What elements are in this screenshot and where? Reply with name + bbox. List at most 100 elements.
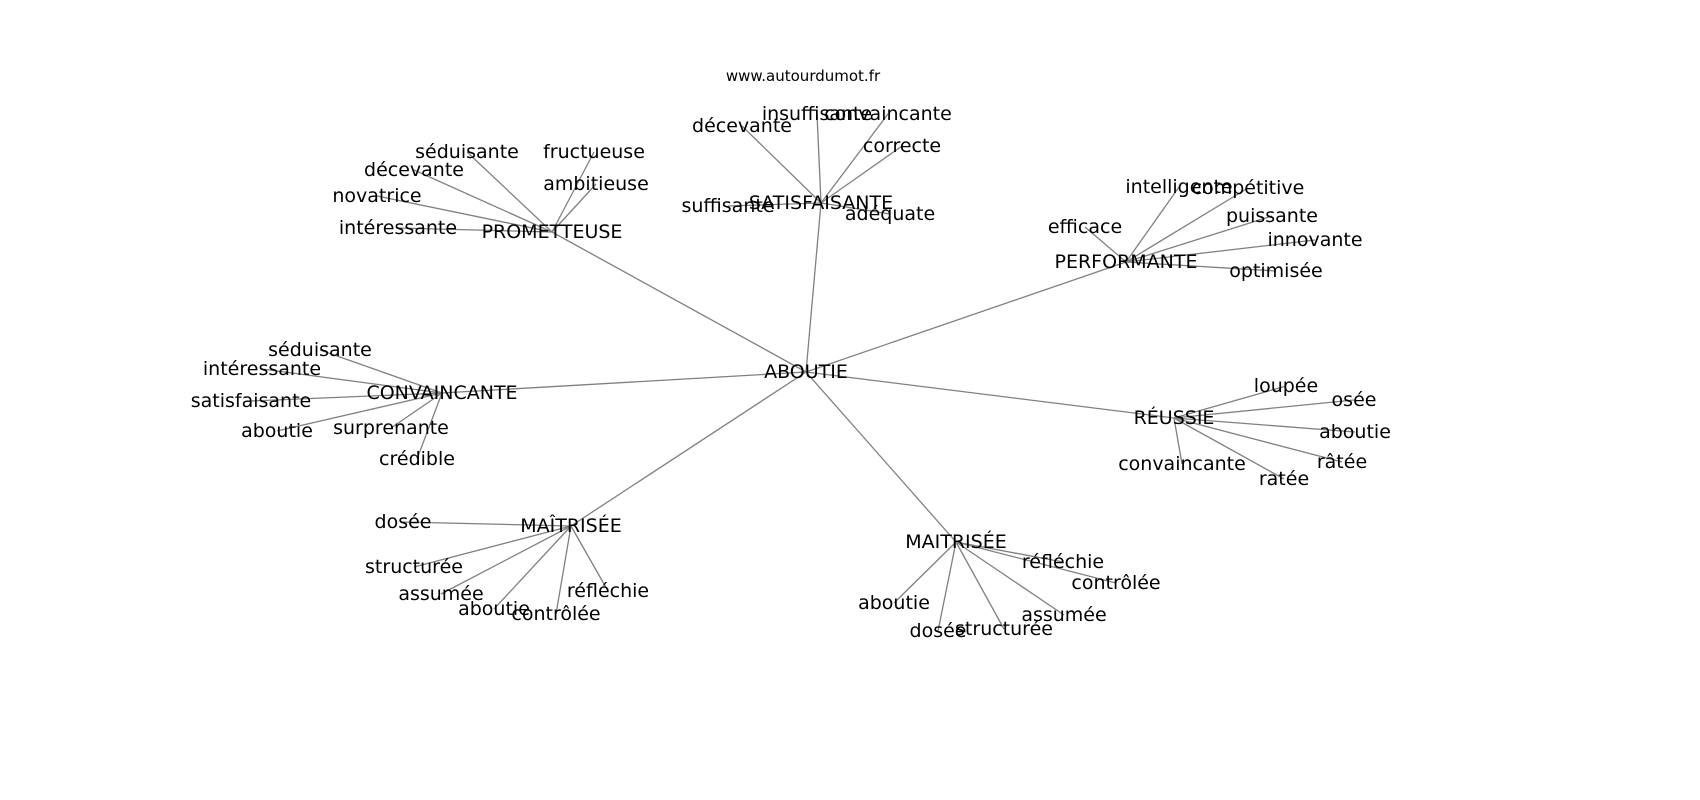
edge-hub-leaf bbox=[1173, 417, 1183, 465]
leaf-node: réfléchie bbox=[1022, 551, 1104, 573]
leaf-node: optimisée bbox=[1229, 260, 1322, 282]
edge-layer bbox=[250, 113, 1356, 632]
leaf-node: compétitive bbox=[1192, 177, 1305, 199]
edge-hub-leaf bbox=[820, 113, 889, 204]
edge-hub-leaf bbox=[820, 145, 903, 204]
edge-center-hub bbox=[805, 371, 1175, 419]
edge-hub-leaf bbox=[955, 541, 1005, 630]
edge-hub-leaf bbox=[820, 202, 891, 215]
leaf-node: convaincante bbox=[1118, 453, 1246, 475]
edge-hub-leaf bbox=[390, 392, 443, 429]
leaf-node: aboutie bbox=[458, 598, 530, 620]
leaf-node: contrôlée bbox=[1071, 572, 1160, 594]
leaf-node: décevante bbox=[692, 115, 792, 137]
edge-hub-leaf bbox=[955, 541, 1117, 584]
edge-hub-leaf bbox=[397, 227, 553, 233]
hub-node: RÉUSSIE bbox=[1134, 406, 1215, 429]
edge-hub-leaf bbox=[402, 521, 572, 527]
edge-hub-leaf bbox=[741, 125, 822, 204]
edge-hub-leaf bbox=[413, 525, 572, 568]
edge-hub-leaf bbox=[1125, 261, 1277, 272]
leaf-node: aboutie bbox=[858, 592, 930, 614]
leaf-node: assumée bbox=[398, 583, 483, 605]
hub-node: MAÎTRISÉE bbox=[520, 514, 621, 537]
edge-hub-leaf bbox=[1125, 186, 1180, 263]
leaf-node: aboutie bbox=[241, 420, 313, 442]
leaf-node: aboutie bbox=[1319, 421, 1391, 443]
edge-hub-leaf bbox=[937, 541, 957, 632]
leaf-node: novatrice bbox=[332, 185, 421, 207]
edge-hub-leaf bbox=[376, 195, 553, 233]
leaf-node: insuffisante bbox=[762, 103, 872, 125]
edge-hub-leaf bbox=[893, 541, 957, 604]
site-watermark: www.autourdumot.fr bbox=[726, 67, 881, 85]
edge-hub-leaf bbox=[1173, 417, 1356, 433]
edge-hub-leaf bbox=[1173, 417, 1285, 480]
edge-hub-leaf bbox=[1125, 239, 1316, 263]
edge-hub-leaf bbox=[261, 368, 443, 394]
leaf-node: adéquate bbox=[845, 203, 935, 225]
leaf-node: dosée bbox=[375, 511, 432, 533]
edge-hub-leaf bbox=[416, 392, 443, 460]
edge-hub-leaf bbox=[466, 151, 553, 233]
edge-hub-leaf bbox=[1125, 215, 1273, 263]
edge-hub-leaf bbox=[1173, 385, 1287, 419]
edge-hub-leaf bbox=[250, 392, 443, 402]
leaf-node: dosée bbox=[910, 620, 967, 642]
hub-node: CONVAINCANTE bbox=[366, 382, 517, 404]
edge-hub-leaf bbox=[493, 525, 572, 610]
label-layer: www.autourdumot.fr ABOUTIE PROMETTEUSE sé… bbox=[191, 67, 1391, 642]
hub-node: MAITRISÉE bbox=[905, 530, 1006, 553]
edge-hub-leaf bbox=[570, 525, 609, 592]
center-node: ABOUTIE bbox=[764, 361, 848, 383]
edge-center-hub bbox=[441, 371, 807, 394]
leaf-node: structurée bbox=[955, 618, 1053, 640]
edge-hub-leaf bbox=[955, 541, 1064, 563]
edge-hub-leaf bbox=[555, 525, 572, 615]
edge-center-hub bbox=[805, 202, 822, 373]
leaf-node: ratée bbox=[1259, 468, 1309, 490]
edge-center-hub bbox=[805, 261, 1127, 373]
edge-hub-leaf bbox=[440, 525, 572, 595]
edge-hub-leaf bbox=[1173, 399, 1355, 419]
leaf-node: réfléchie bbox=[567, 580, 649, 602]
leaf-node: crédible bbox=[379, 448, 455, 470]
leaf-node: structurée bbox=[365, 556, 463, 578]
leaf-node: décevante bbox=[364, 159, 464, 181]
edge-center-hub bbox=[570, 371, 807, 527]
edge-hub-leaf bbox=[816, 113, 822, 204]
hub-node: SATISFAISANTE bbox=[749, 192, 893, 214]
leaf-node: râtée bbox=[1317, 451, 1367, 473]
leaf-node: assumée bbox=[1021, 604, 1106, 626]
edge-hub-leaf bbox=[1084, 226, 1127, 263]
hub-node: PROMETTEUSE bbox=[482, 221, 623, 243]
leaf-node: intéressante bbox=[339, 217, 457, 239]
leaf-node: satisfaisante bbox=[191, 390, 312, 412]
edge-hub-leaf bbox=[1173, 417, 1343, 463]
leaf-node: osée bbox=[1332, 389, 1377, 411]
leaf-node: séduisante bbox=[268, 339, 372, 361]
leaf-node: intelligente bbox=[1125, 176, 1232, 198]
hub-node: PERFORMANTE bbox=[1055, 251, 1198, 273]
leaf-node: séduisante bbox=[415, 141, 519, 163]
leaf-node: puissante bbox=[1226, 205, 1318, 227]
edge-hub-leaf bbox=[955, 541, 1065, 616]
edge-hub-leaf bbox=[319, 349, 443, 394]
edge-center-hub bbox=[805, 371, 957, 543]
edge-hub-leaf bbox=[551, 151, 595, 233]
leaf-node: correcte bbox=[863, 135, 941, 157]
leaf-node: innovante bbox=[1267, 229, 1362, 251]
leaf-node: ambitieuse bbox=[543, 173, 649, 195]
leaf-node: contrôlée bbox=[511, 603, 600, 625]
leaf-node: fructueuse bbox=[543, 141, 645, 163]
leaf-node: efficace bbox=[1048, 216, 1122, 238]
edge-center-hub bbox=[551, 231, 807, 373]
leaf-node: convaincante bbox=[824, 103, 952, 125]
edge-hub-leaf bbox=[276, 392, 443, 432]
edge-hub-leaf bbox=[551, 183, 597, 233]
leaf-node: suffisante bbox=[681, 195, 774, 217]
leaf-node: surprenante bbox=[333, 417, 449, 439]
edge-hub-leaf bbox=[1125, 187, 1249, 263]
edge-hub-leaf bbox=[413, 169, 553, 233]
